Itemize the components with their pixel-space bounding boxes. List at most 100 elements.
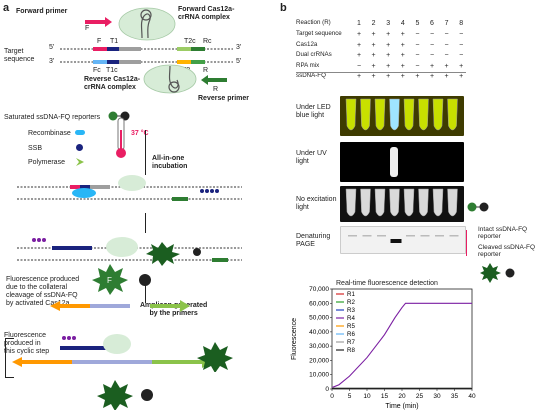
y-tick-label: 20,000	[309, 357, 329, 364]
table-cell: +	[371, 62, 376, 70]
gel-band	[348, 235, 357, 237]
photo-label-uv: Under UV light	[296, 150, 327, 166]
y-tick-label: 0	[325, 386, 329, 393]
forward-complex-label: Forward Cas12a- crRNA complex	[178, 6, 235, 22]
table-cell: −	[415, 52, 420, 59]
polymerase-icon	[76, 158, 84, 166]
table-cell: +	[429, 62, 435, 70]
table-cell: +	[356, 41, 362, 49]
fluorescence-burst-icon	[97, 380, 153, 410]
intact-reporter-label: Intact ssDNA-FQ reporter	[478, 226, 528, 241]
panel-a-label: a	[3, 2, 10, 14]
table-row-label: RPA mix	[296, 61, 320, 69]
x-tick-label: 20	[398, 393, 406, 400]
svg-text:F: F	[107, 276, 112, 285]
cyclic-step-text: Fluorescence produced in this cyclic ste…	[4, 332, 50, 356]
table-cell: −	[429, 31, 435, 38]
table-cell: −	[429, 41, 435, 49]
gel-band	[406, 235, 415, 237]
target-sequence-label: Target sequence	[4, 48, 35, 64]
reverse-complex-label: Reverse Cas12a- crRNA complex	[84, 76, 141, 92]
reaction-number: 7	[444, 20, 449, 27]
reverse-primer-R: R	[213, 86, 219, 93]
reaction-tube	[432, 188, 444, 217]
segment-label: F	[97, 38, 102, 45]
reaction-tube	[360, 98, 371, 131]
reaction-tube	[374, 98, 386, 131]
table-cell: −	[356, 62, 362, 70]
reaction-tube	[389, 98, 400, 131]
y-tick-label: 30,000	[309, 343, 329, 350]
strand-mark: 3'	[49, 58, 55, 65]
legend-recombinase: Recombinase	[28, 130, 71, 137]
flow-arrow	[145, 283, 146, 303]
plain-tubes	[345, 188, 458, 217]
y-axis-label: Fluorescence	[291, 318, 298, 360]
step-duplex-4	[12, 334, 212, 368]
table-cell: +	[386, 73, 391, 80]
reaction-tube	[418, 188, 429, 217]
legend-entry: R4	[347, 315, 355, 322]
table-cell: +	[459, 73, 464, 80]
y-tick-label: 10,000	[309, 372, 329, 379]
led-photo	[340, 96, 464, 136]
table-cell: +	[356, 31, 362, 38]
strand-mark: 5'	[236, 58, 242, 65]
table-cell: +	[415, 73, 420, 80]
table-cell: +	[400, 41, 405, 49]
reaction-number: 2	[371, 20, 376, 27]
table-cell: +	[371, 52, 376, 59]
fq-reporter-icon	[467, 202, 489, 212]
photo-label-led: Under LED blue light	[296, 104, 331, 120]
incubation-label: All-in-one incubation	[152, 155, 188, 171]
legend-entry: R7	[347, 339, 355, 346]
table-cell: −	[459, 52, 464, 59]
reaction-number: 6	[430, 20, 434, 27]
segment-label: Fc	[93, 67, 101, 74]
table-cell: −	[459, 31, 464, 38]
forward-primer-F: F	[85, 25, 90, 32]
table-cell: +	[459, 62, 464, 70]
page-bracket	[466, 230, 471, 256]
reaction-tube	[418, 98, 429, 131]
table-cell: −	[415, 41, 420, 49]
segment-label: T2c	[184, 38, 196, 45]
ssb-icon	[76, 144, 83, 151]
fluorescence-burst-icon: F	[92, 264, 151, 295]
gel-band	[390, 239, 402, 243]
gel-band	[449, 235, 459, 237]
table-cell: +	[386, 31, 391, 38]
cleaved-reporter-label: Cleaved ssDNA-FQ reporter	[478, 244, 536, 259]
uv-glow	[390, 147, 398, 177]
step-duplex-1	[17, 175, 242, 201]
legend-entry: R8	[347, 347, 355, 354]
x-tick-label: 40	[468, 393, 476, 400]
thermometer-icon	[116, 117, 126, 158]
gel-band	[377, 235, 386, 237]
table-cell: +	[371, 73, 376, 80]
x-axis-label: Time (min)	[385, 403, 418, 410]
table-row-label: Target sequence	[296, 30, 342, 37]
x-tick-label: 35	[451, 393, 459, 400]
legend-reporters: Saturated ssDNA-FQ reporters	[4, 114, 101, 121]
reaction-tube	[447, 188, 458, 217]
series-line-r4	[331, 302, 472, 389]
table-cell: −	[459, 41, 464, 49]
table-cell: −	[444, 31, 449, 38]
segment-label: R	[203, 67, 209, 74]
legend-polymerase: Polymerase	[28, 159, 65, 166]
reaction-number: 1	[357, 20, 361, 27]
legend-entry: R6	[347, 331, 355, 338]
panel-b-label: b	[280, 2, 287, 14]
x-tick-label: 10	[363, 393, 371, 400]
noexc-photo	[340, 186, 464, 222]
reaction-header: Reaction (R)	[296, 19, 331, 26]
reaction-tube	[447, 98, 458, 131]
gel-band	[435, 235, 444, 237]
reaction-tube	[345, 188, 357, 217]
reaction-tube	[389, 188, 400, 217]
gel-bands	[348, 235, 459, 243]
y-tick-label: 40,000	[309, 329, 329, 336]
chart-title: Real-time fluorescence detection	[336, 280, 438, 287]
reaction-tube	[345, 98, 357, 131]
